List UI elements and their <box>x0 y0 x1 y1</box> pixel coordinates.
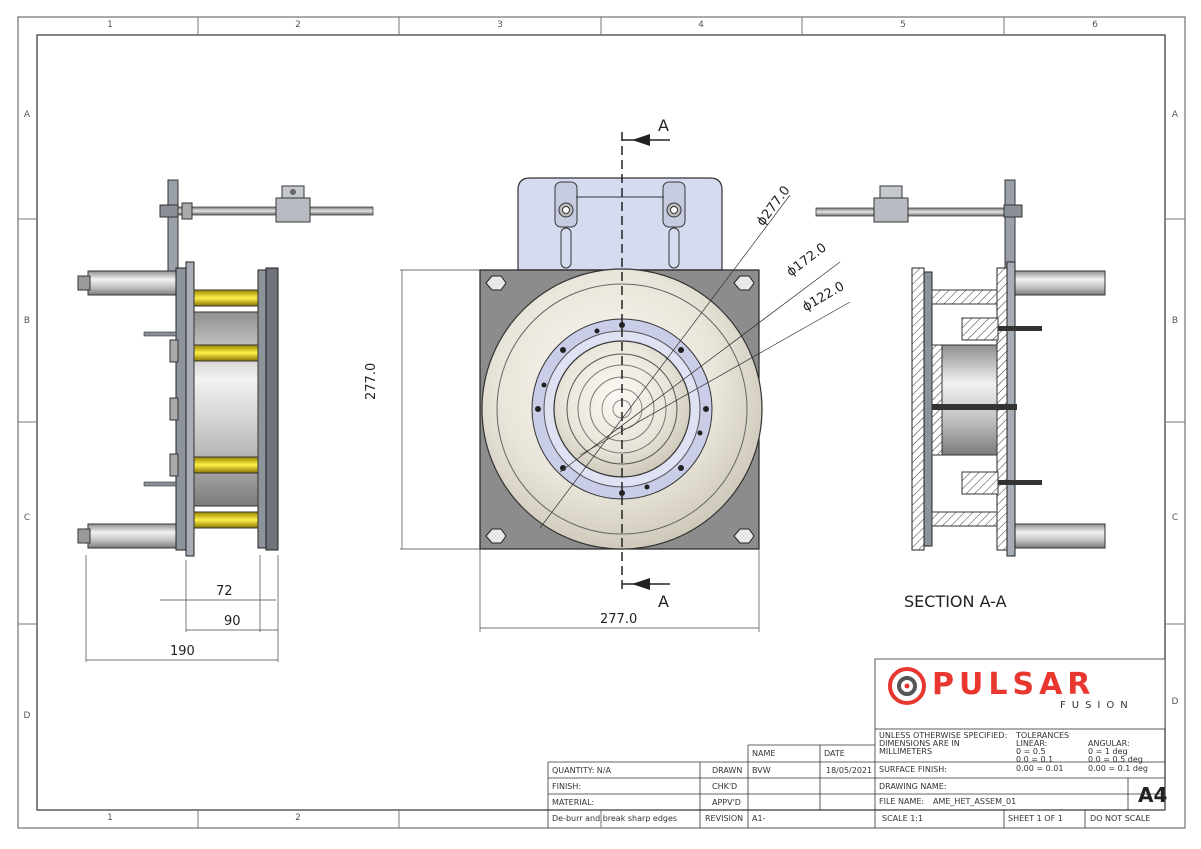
angular-tol-3: 0.00 = 0.1 deg <box>1088 764 1148 773</box>
zone-row-c-right: C <box>1171 513 1179 523</box>
linear-label: LINEAR: <box>1016 739 1048 748</box>
zone-row-b-right: B <box>1171 316 1179 326</box>
zone-col-2: 2 <box>295 20 301 30</box>
side-view <box>77 179 374 662</box>
deburr-note: De-burr and break sharp edges <box>552 814 678 823</box>
drawn-date: 18/05/2021 <box>826 766 873 775</box>
dim-front-width: 277.0 <box>600 612 638 627</box>
quantity-label: QUANTITY: N/A <box>552 766 611 775</box>
material-label: MATERIAL: <box>552 798 595 807</box>
zone-col-3: 3 <box>497 20 503 30</box>
dim-190: 190 <box>170 644 195 659</box>
tolerances-label: TOLERANCES <box>1016 731 1070 740</box>
linear-tol-3: 0.00 = 0.01 <box>1016 764 1064 773</box>
name-header: NAME <box>752 749 776 758</box>
notes-line1: UNLESS OTHERWISE SPECIFIED: <box>879 731 1008 740</box>
surface-finish-label: SURFACE FINISH: <box>879 765 947 774</box>
zone-row-d: D <box>23 711 31 721</box>
section-view <box>815 179 1106 557</box>
dim-72: 72 <box>216 584 233 599</box>
file-name-label: FILE NAME: <box>879 797 925 806</box>
zone-col-4: 4 <box>698 20 704 30</box>
zone-col-2-bottom: 2 <box>295 813 301 823</box>
revision-value: A1- <box>752 814 766 823</box>
approved-label: APPV'D <box>712 798 741 807</box>
angular-tol-2: 0.0 = 0.5 deg <box>1088 755 1143 764</box>
scale-label: SCALE 1:1 <box>882 814 924 823</box>
do-not-scale-label: DO NOT SCALE <box>1090 814 1151 823</box>
dim-90: 90 <box>224 614 241 629</box>
finish-label: FINISH: <box>552 782 582 791</box>
section-marker-bottom: A <box>658 592 669 611</box>
zone-row-a: A <box>23 110 31 120</box>
zone-row-c: C <box>23 513 31 523</box>
notes-line3: MILLIMETERS <box>879 747 933 756</box>
logo-subtitle: FUSION <box>1060 700 1134 711</box>
notes-line2: DIMENSIONS ARE IN <box>879 739 960 748</box>
dim-front-height: 277.0 <box>364 362 379 400</box>
sheet-size: A4 <box>1138 783 1168 807</box>
pulsar-logo-icon <box>888 667 926 705</box>
revision-label: REVISION <box>705 814 744 823</box>
linear-tol-2: 0.0 = 0.1 <box>1016 755 1054 764</box>
linear-tol-1: 0 = 0.5 <box>1016 747 1046 756</box>
zone-col-6: 6 <box>1092 20 1098 30</box>
zone-col-5: 5 <box>900 20 906 30</box>
angular-tol-1: 0 = 1 deg <box>1088 747 1128 756</box>
sheet-count: SHEET 1 OF 1 <box>1008 814 1063 823</box>
section-marker-top: A <box>658 116 669 135</box>
date-header: DATE <box>824 749 845 758</box>
angular-label: ANGULAR: <box>1088 739 1130 748</box>
file-name-value: AME_HET_ASSEM_01 <box>933 797 1017 806</box>
zone-col-1: 1 <box>107 20 113 30</box>
logo-wordmark: PULSAR <box>932 667 1096 702</box>
section-title: SECTION A-A <box>904 592 1007 611</box>
front-view <box>400 132 851 632</box>
drawing-name-label: DRAWING NAME: <box>879 782 947 791</box>
drawn-name: BVW <box>752 766 771 775</box>
checked-label: CHK'D <box>712 782 738 791</box>
zone-row-d-right: D <box>1171 697 1179 707</box>
zone-row-b: B <box>23 316 31 326</box>
zone-col-1-bottom: 1 <box>107 813 113 823</box>
drawn-label: DRAWN <box>712 766 743 775</box>
zone-row-a-right: A <box>1171 110 1179 120</box>
